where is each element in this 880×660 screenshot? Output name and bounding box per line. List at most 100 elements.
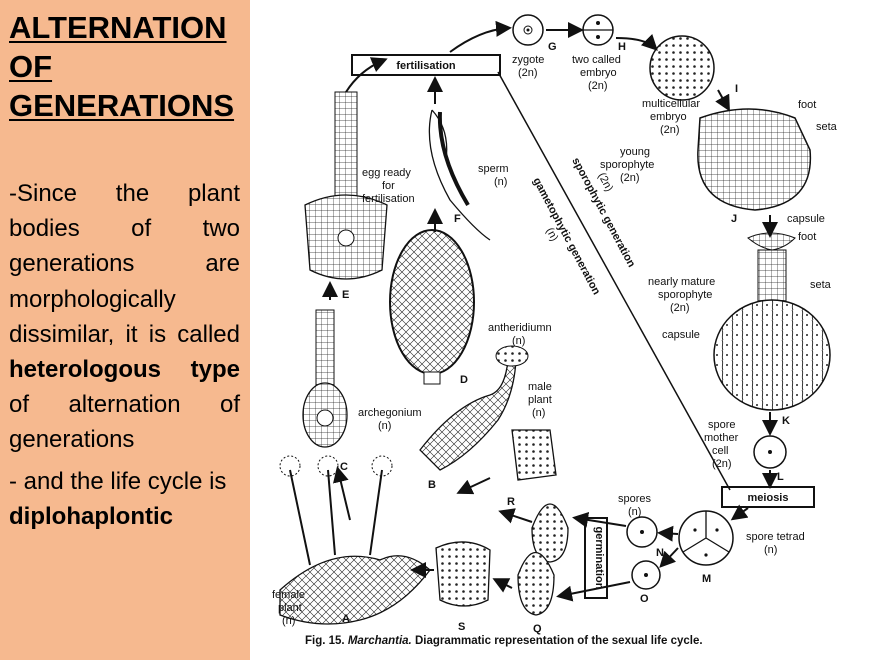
stage-letter: M xyxy=(702,573,711,585)
young-label: young xyxy=(620,146,650,158)
egg-ready-label: egg ready xyxy=(362,167,411,179)
fertilisation-label: fertilisation xyxy=(396,60,456,72)
stage-letter: H xyxy=(618,41,626,53)
sperm-ploidy: (n) xyxy=(494,176,507,188)
plant-label: plant xyxy=(278,602,302,614)
germination-label: germination xyxy=(593,527,605,590)
stage-letter: N xyxy=(656,547,664,559)
cell-label: cell xyxy=(712,445,729,457)
text-panel: ALTERNATION OF GENERATIONS -Since the pl… xyxy=(0,0,250,660)
stage-letter: C xyxy=(340,461,348,473)
spore-label: spore xyxy=(708,419,736,431)
embryo-label: embryo xyxy=(650,111,687,123)
male-plant-ploidy: (n) xyxy=(532,407,545,419)
paragraph-text: - and the life cycle is xyxy=(9,467,227,495)
zygote-ploidy: (2n) xyxy=(518,67,538,79)
antheridiumn-label: antheridiumn xyxy=(488,322,552,334)
life-cycle-figure: fertilisation meiosis germination sporop… xyxy=(250,0,880,660)
germinating-spore-q xyxy=(517,552,555,616)
caption-prefix: Fig. 15. xyxy=(305,635,345,647)
embryo-ploidy: (2n) xyxy=(660,124,680,136)
spores-label: spores xyxy=(618,493,652,505)
paragraph-text: -Since the plant bodies of two generatio… xyxy=(9,180,240,348)
two-called-label: two called xyxy=(572,54,621,66)
young-sporophyte-drawing xyxy=(697,108,812,211)
slide-body: -Since the plant bodies of two generatio… xyxy=(9,176,240,534)
two-celled-embryo-drawing xyxy=(582,14,614,46)
stage-letter: L xyxy=(777,471,784,483)
male-label: male xyxy=(528,381,552,393)
spore-nucleus xyxy=(640,530,644,534)
life-cycle-diagram: fertilisation meiosis germination sporop… xyxy=(272,14,838,647)
stage-letter: B xyxy=(428,479,436,491)
nearly-mature-label: nearly mature xyxy=(648,276,715,288)
stage-letter: I xyxy=(735,83,738,95)
foot-label: foot xyxy=(798,231,816,243)
slide-title: ALTERNATION OF GENERATIONS xyxy=(9,8,245,125)
stage-letter: Q xyxy=(533,623,542,635)
archegonium-ploidy: (n) xyxy=(378,420,391,432)
embryo-label: embryo xyxy=(580,67,617,79)
plant-label: plant xyxy=(528,394,552,406)
stage-letter: O xyxy=(640,593,649,605)
archegonium-label: archegonium xyxy=(358,407,422,419)
spore-mother-ploidy: (2n) xyxy=(712,458,732,470)
stage-letter: S xyxy=(458,621,465,633)
stage-letter: D xyxy=(460,374,468,386)
capsule-label: capsule xyxy=(787,213,825,225)
paragraph-text: of alternation of generations xyxy=(9,391,240,454)
male-plant-drawing xyxy=(419,345,529,471)
meiosis-box: meiosis xyxy=(721,486,815,508)
generation-divider xyxy=(497,71,731,491)
paragraph-heterologous: -Since the plant bodies of two generatio… xyxy=(9,176,240,458)
stage-letter: E xyxy=(342,289,349,301)
zygote-drawing xyxy=(512,14,544,46)
stage-letter: K xyxy=(782,415,790,427)
stage-letter: F xyxy=(454,213,461,225)
title-line: GENERATIONS xyxy=(9,88,235,123)
sporophyte-ploidy: (2n) xyxy=(670,302,690,314)
young-thallus-s xyxy=(435,541,491,607)
paragraph-diplohaplontic: - and the life cycle is diplohaplontic xyxy=(9,464,240,534)
cycle-arrows xyxy=(322,20,778,602)
nearly-mature-sporophyte-drawing xyxy=(713,232,831,411)
title-line: ALTERNATION xyxy=(9,10,227,45)
sperm-drawing xyxy=(428,109,491,241)
sporophyte-label: sporophyte xyxy=(658,289,712,301)
multicellular-embryo-drawing xyxy=(649,35,715,101)
figure-caption: Fig. 15. Marchantia. Diagrammatic repres… xyxy=(305,635,703,647)
fertilisation-box: fertilisation xyxy=(351,54,501,76)
emphasis-heterologous: heterologous type xyxy=(9,356,240,384)
spore-mother-cell-drawing xyxy=(753,435,787,469)
antheridiumn-ploidy: (n) xyxy=(512,335,525,347)
sperm-label: sperm xyxy=(478,163,509,175)
spore-tetrad-drawing xyxy=(678,510,734,566)
spores-ploidy: (n) xyxy=(628,506,641,518)
mature-archegonium-drawing xyxy=(304,91,388,280)
embryo-ploidy: (2n) xyxy=(588,80,608,92)
spore-tetrad-ploidy: (n) xyxy=(764,544,777,556)
spore-nucleus xyxy=(644,573,648,577)
fertilisation-label: fertilisation xyxy=(362,193,415,205)
sporophyte-label: sporophyte xyxy=(600,159,654,171)
capsule-label: capsule xyxy=(662,329,700,341)
sporophyte-ploidy: (2n) xyxy=(620,172,640,184)
stage-letter: R xyxy=(507,496,515,508)
spore-tetrad-label: spore tetrad xyxy=(746,531,805,543)
caption-genus: Marchantia. xyxy=(348,635,412,647)
foot-label: foot xyxy=(798,99,816,111)
seta-label: seta xyxy=(810,279,832,291)
meiosis-label: meiosis xyxy=(748,492,789,504)
multicellular-label: multicellular xyxy=(642,98,700,110)
antheridium-drawing xyxy=(389,229,475,385)
for-label: for xyxy=(382,180,395,192)
germling-r xyxy=(511,429,557,481)
female-label: female xyxy=(272,589,305,601)
stage-letter: A xyxy=(342,613,350,625)
seta-label: seta xyxy=(816,121,838,133)
zygote-label: zygote xyxy=(512,54,544,66)
stage-letter: J xyxy=(731,213,737,225)
mother-label: mother xyxy=(704,432,739,444)
emphasis-diplohaplontic: diplohaplontic xyxy=(9,502,173,530)
